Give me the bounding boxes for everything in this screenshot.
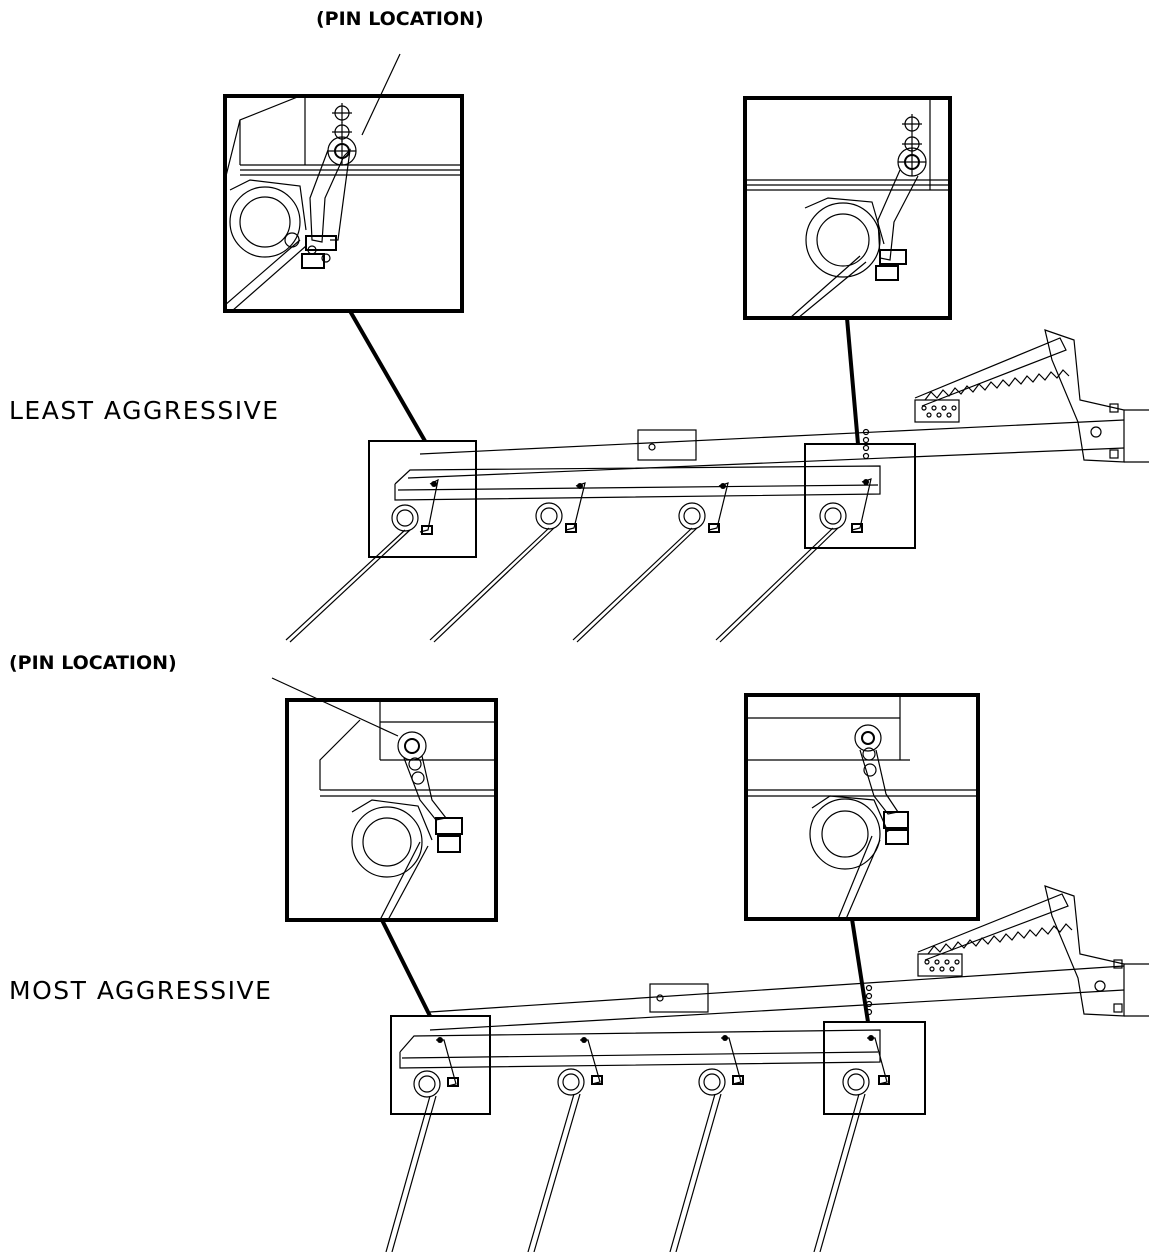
detail-inset-top-left <box>223 53 464 313</box>
leader-line <box>380 919 432 1017</box>
tine-unit <box>527 1037 603 1252</box>
least-aggressive-label: LEAST AGGRESSIVE <box>9 396 280 425</box>
most-aggressive-label: MOST AGGRESSIVE <box>9 976 273 1005</box>
least-aggressive-assembly <box>223 53 1149 643</box>
detail-inset-bottom-left <box>271 677 498 922</box>
detail-frame-left <box>390 1015 491 1115</box>
tine-unit <box>429 482 586 643</box>
harrow-frame <box>394 419 1125 501</box>
pin-location-callout-bottom: (PIN LOCATION) <box>9 652 177 674</box>
pin-location-leader <box>271 677 399 737</box>
tine-unit <box>285 478 439 643</box>
pin-holes <box>862 428 870 460</box>
tine-unit <box>715 478 872 643</box>
harrow-frame <box>399 965 1125 1069</box>
tine-unit <box>669 1035 744 1252</box>
detail-frame-right <box>823 1021 926 1115</box>
pin-location-callout-top: (PIN LOCATION) <box>316 8 484 30</box>
detail-inset-top-right <box>743 96 952 320</box>
spring-arm <box>914 329 1149 463</box>
tine-unit <box>572 482 729 643</box>
detail-inset-bottom-right <box>744 693 980 921</box>
spring-arm <box>917 885 1149 1017</box>
tine-unit <box>813 1035 890 1252</box>
leader-line <box>850 918 870 1023</box>
detail-frame-right <box>804 443 916 549</box>
most-aggressive-assembly <box>271 677 1149 1252</box>
detail-frame-left <box>368 440 477 558</box>
leader-line <box>845 317 860 445</box>
tine-unit <box>385 1037 459 1252</box>
leader-line <box>348 310 427 442</box>
